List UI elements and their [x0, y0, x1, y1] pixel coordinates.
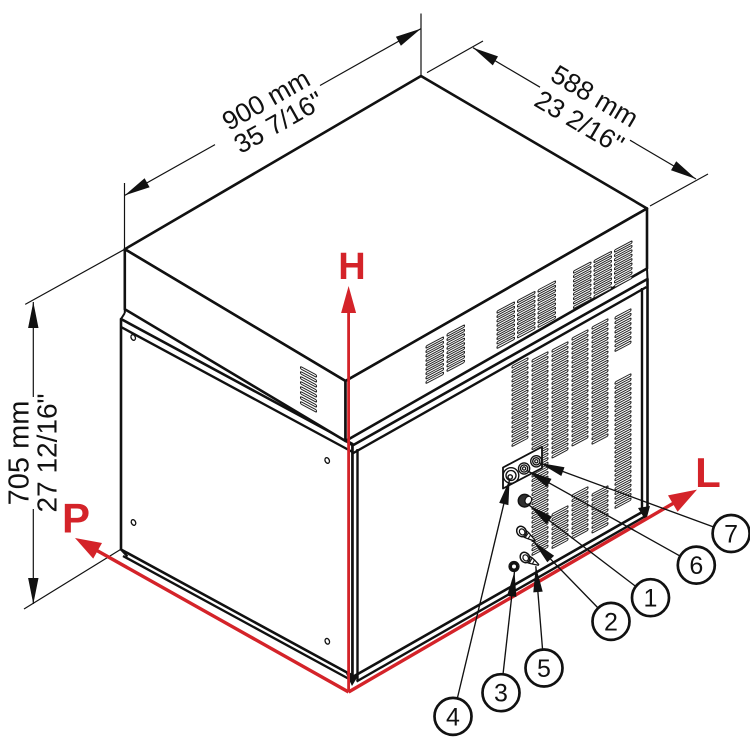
svg-text:4: 4 — [446, 703, 460, 731]
svg-text:6: 6 — [689, 552, 703, 580]
svg-text:3: 3 — [494, 680, 508, 708]
svg-text:H: H — [338, 246, 365, 288]
svg-text:P: P — [62, 495, 90, 542]
svg-text:1: 1 — [644, 585, 658, 613]
svg-text:705 mm: 705 mm — [4, 401, 36, 506]
svg-text:7: 7 — [724, 520, 738, 548]
svg-text:5: 5 — [537, 655, 551, 683]
svg-text:L: L — [695, 449, 721, 496]
svg-text:27 12/16": 27 12/16" — [32, 394, 63, 513]
svg-text:2: 2 — [604, 608, 618, 636]
